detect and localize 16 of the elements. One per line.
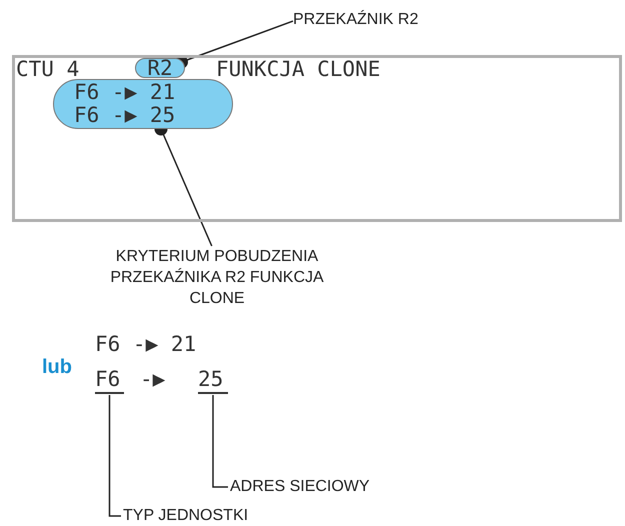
callout-label: ADRES SIECIOWY bbox=[230, 476, 410, 498]
connector-word: lub bbox=[42, 356, 72, 379]
criterion-highlight: F6 -▶ 21 F6 -▶ 25 bbox=[53, 79, 233, 129]
leader-line bbox=[108, 395, 121, 517]
callout-label: PRZEKAŹNIK R2 bbox=[293, 9, 453, 31]
display-screen bbox=[12, 55, 622, 222]
callout-label: TYP JEDNOSTKI bbox=[123, 505, 263, 526]
leader-line bbox=[212, 395, 228, 488]
display-text: -▶ bbox=[140, 368, 166, 390]
display-text: CTU 4 bbox=[16, 58, 80, 80]
display-text: F6 -▶ 21 bbox=[95, 333, 196, 355]
address-field: 25 bbox=[198, 368, 228, 394]
relay-indicator: R2 bbox=[135, 58, 185, 78]
display-text: FUNKCJA CLONE bbox=[216, 58, 380, 80]
callout-label: KRYTERIUM POBUDZENIA PRZEKAŹNIKA R2 FUNKCJA CLONE bbox=[86, 246, 348, 309]
unit-type-field: F6 bbox=[95, 368, 124, 394]
